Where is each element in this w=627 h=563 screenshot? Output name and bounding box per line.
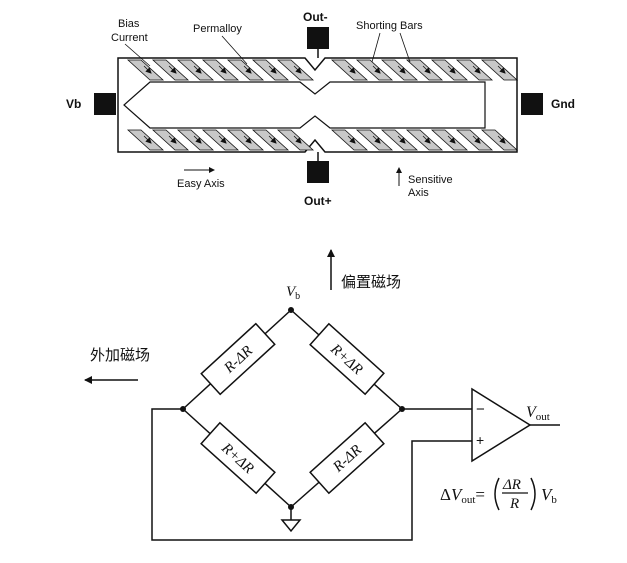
sensitive-axis-label-line1: Sensitive [408, 174, 453, 186]
bias-current-arrow [347, 65, 356, 74]
resistor-top-right: R+ΔR [309, 322, 385, 396]
bias-current-arrow [193, 65, 202, 74]
vb-pad [94, 93, 116, 115]
bias-current-arrow [243, 135, 252, 144]
sensitive-axis-label-line2: Axis [408, 187, 429, 199]
formula-denominator: R [509, 496, 519, 512]
inner-channel [123, 81, 486, 129]
op-amp [471, 387, 532, 463]
resistor-bottom-right: R-ΔR [309, 421, 385, 495]
shorting-bars-top [126, 59, 519, 81]
bias-current-arrow [268, 65, 277, 74]
shorting-bars-bottom [126, 129, 519, 151]
resistor-body [200, 421, 276, 495]
formula-right-paren [530, 477, 536, 511]
ground-symbol [280, 519, 302, 533]
bias-current-arrow [168, 135, 177, 144]
bias-current-arrow [422, 135, 431, 144]
out-plus-label: Out+ [304, 194, 332, 208]
resistor-bottom-left: R+ΔR [200, 421, 276, 495]
node-top [288, 307, 294, 313]
bias-current-arrow [497, 65, 506, 74]
bias-current-arrow [422, 65, 431, 74]
easy-axis-label: Easy Axis [177, 178, 225, 190]
bias-current-label-line2: Current [111, 32, 148, 44]
vb-label: Vb [66, 97, 81, 111]
wire-left-to-plus [151, 408, 472, 541]
bias-current-arrow [372, 65, 381, 74]
bias-current-arrow [293, 135, 302, 144]
bias-current-arrow [397, 65, 406, 74]
shorting-bars-leader-2 [399, 32, 411, 63]
out-minus-pad [307, 27, 329, 49]
wheatstone-bridge: R-ΔR R+ΔR R+ΔR R-ΔR − + Vout V [151, 284, 560, 541]
bias-current-arrow [218, 65, 227, 74]
formula-rhs: Vb [541, 485, 557, 506]
formula-lhs: ΔVout= [440, 485, 485, 506]
permalloy-label: Permalloy [193, 23, 242, 35]
bias-current-arrow [397, 135, 406, 144]
bias-current-arrow [143, 135, 152, 144]
vb-supply-label: Vb [286, 284, 300, 302]
output-formula: ΔVout= ΔR R Vb [440, 477, 557, 512]
bias-current-arrow [472, 135, 481, 144]
shorting-bars-label: Shorting Bars [356, 20, 423, 32]
shorting-bars-leader-1 [371, 32, 381, 63]
bias-current-arrow [168, 65, 177, 74]
bias-current-arrow [447, 65, 456, 74]
bias-field-label: 偏置磁场 [341, 273, 401, 291]
bias-current-arrow [497, 135, 506, 144]
bias-current-arrow [347, 135, 356, 144]
resistor-body [309, 421, 385, 495]
bias-current-arrow [218, 135, 227, 144]
bias-current-label-line1: Bias [118, 18, 140, 30]
formula-numerator: ΔR [502, 477, 521, 493]
external-field-label: 外加磁场 [90, 346, 150, 364]
resistor-body [200, 322, 276, 396]
formula-left-paren [494, 477, 500, 511]
out-minus-label: Out- [303, 10, 328, 24]
bias-current-arrow [472, 65, 481, 74]
permalloy-leader [221, 35, 248, 65]
resistor-body [309, 322, 385, 396]
bias-current-arrow [193, 135, 202, 144]
resistor-top-left: R-ΔR [200, 322, 276, 396]
bias-current-arrow [143, 65, 152, 74]
vout-label: Vout [526, 404, 550, 423]
bias-current-arrow [293, 65, 302, 74]
op-amp-minus: − [476, 401, 485, 418]
bias-current-arrow [268, 135, 277, 144]
gnd-label: Gnd [551, 97, 575, 111]
sensor-strip [117, 57, 519, 153]
out-plus-pad [307, 161, 329, 183]
bias-current-leader [124, 43, 151, 67]
bias-current-arrow [447, 135, 456, 144]
bias-current-arrow [372, 135, 381, 144]
op-amp-plus: + [476, 432, 484, 448]
bias-current-arrow [243, 65, 252, 74]
gnd-pad [521, 93, 543, 115]
